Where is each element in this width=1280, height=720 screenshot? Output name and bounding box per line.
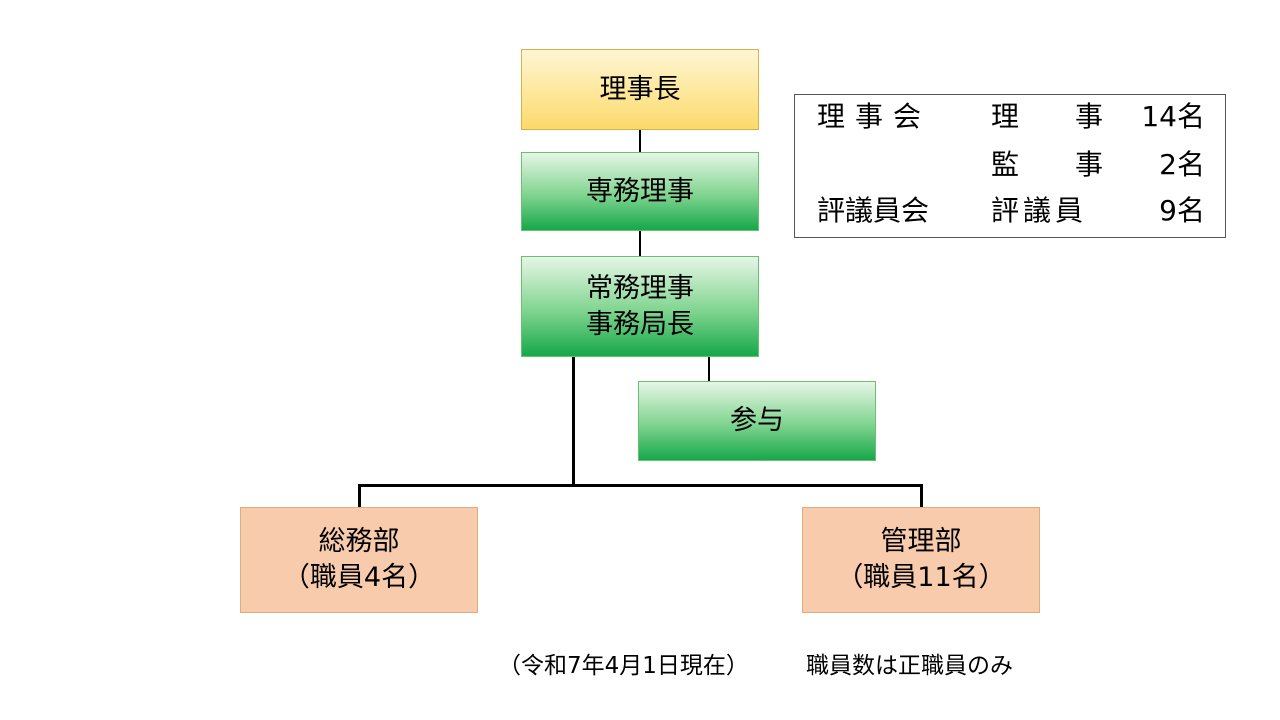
summary-body: 評議員会 [817,194,930,227]
management-label: 管理部 [880,526,962,557]
advisor-label: 参与 [730,405,784,436]
summary-role: 監 事 [991,148,1104,181]
summary-row: 評議員会 評議員 9名 [795,191,1225,231]
managing-director-label-line1: 常務理事 [586,272,694,304]
summary-row: 理事会 理 事 14名 [795,97,1225,137]
connector-department-bar [358,484,923,487]
general-affairs-staff: （職員4名） [282,562,436,593]
summary-count: 9名 [1159,194,1205,227]
general-affairs-label: 総務部 [318,526,400,557]
management-box: 管理部 （職員11名） [802,507,1040,613]
summary-body: 理事会 [817,100,932,133]
advisor-box: 参与 [638,381,876,461]
managing-director-box: 常務理事 事務局長 [521,256,759,357]
staff-note: 職員数は正職員のみ [806,653,1013,679]
chairman-box: 理事長 [521,49,759,130]
date-note: （令和7年4月1日現在） [498,653,749,679]
connector-management [920,484,923,507]
connector-managing-trunk [572,357,575,486]
managing-director-label-line2: 事務局長 [586,308,694,340]
connector-general-affairs [358,484,361,507]
senior-director-label: 専務理事 [586,175,694,207]
summary-row: 監 事 2名 [795,145,1225,185]
chairman-label: 理事長 [599,73,681,105]
general-affairs-box: 総務部 （職員4名） [240,507,478,613]
connector-senior-managing [639,231,641,256]
connector-managing-advisor [708,357,710,381]
summary-count: 14名 [1141,100,1205,133]
senior-director-box: 専務理事 [521,152,759,231]
summary-role: 理 事 [991,100,1104,133]
connector-chairman-senior [639,130,641,152]
management-staff: （職員11名） [836,562,1006,593]
summary-role: 評議員 [991,194,1088,227]
board-summary-table: 理事会 理 事 14名 監 事 2名 評議員会 評議員 9名 [794,94,1226,238]
summary-count: 2名 [1159,148,1205,181]
